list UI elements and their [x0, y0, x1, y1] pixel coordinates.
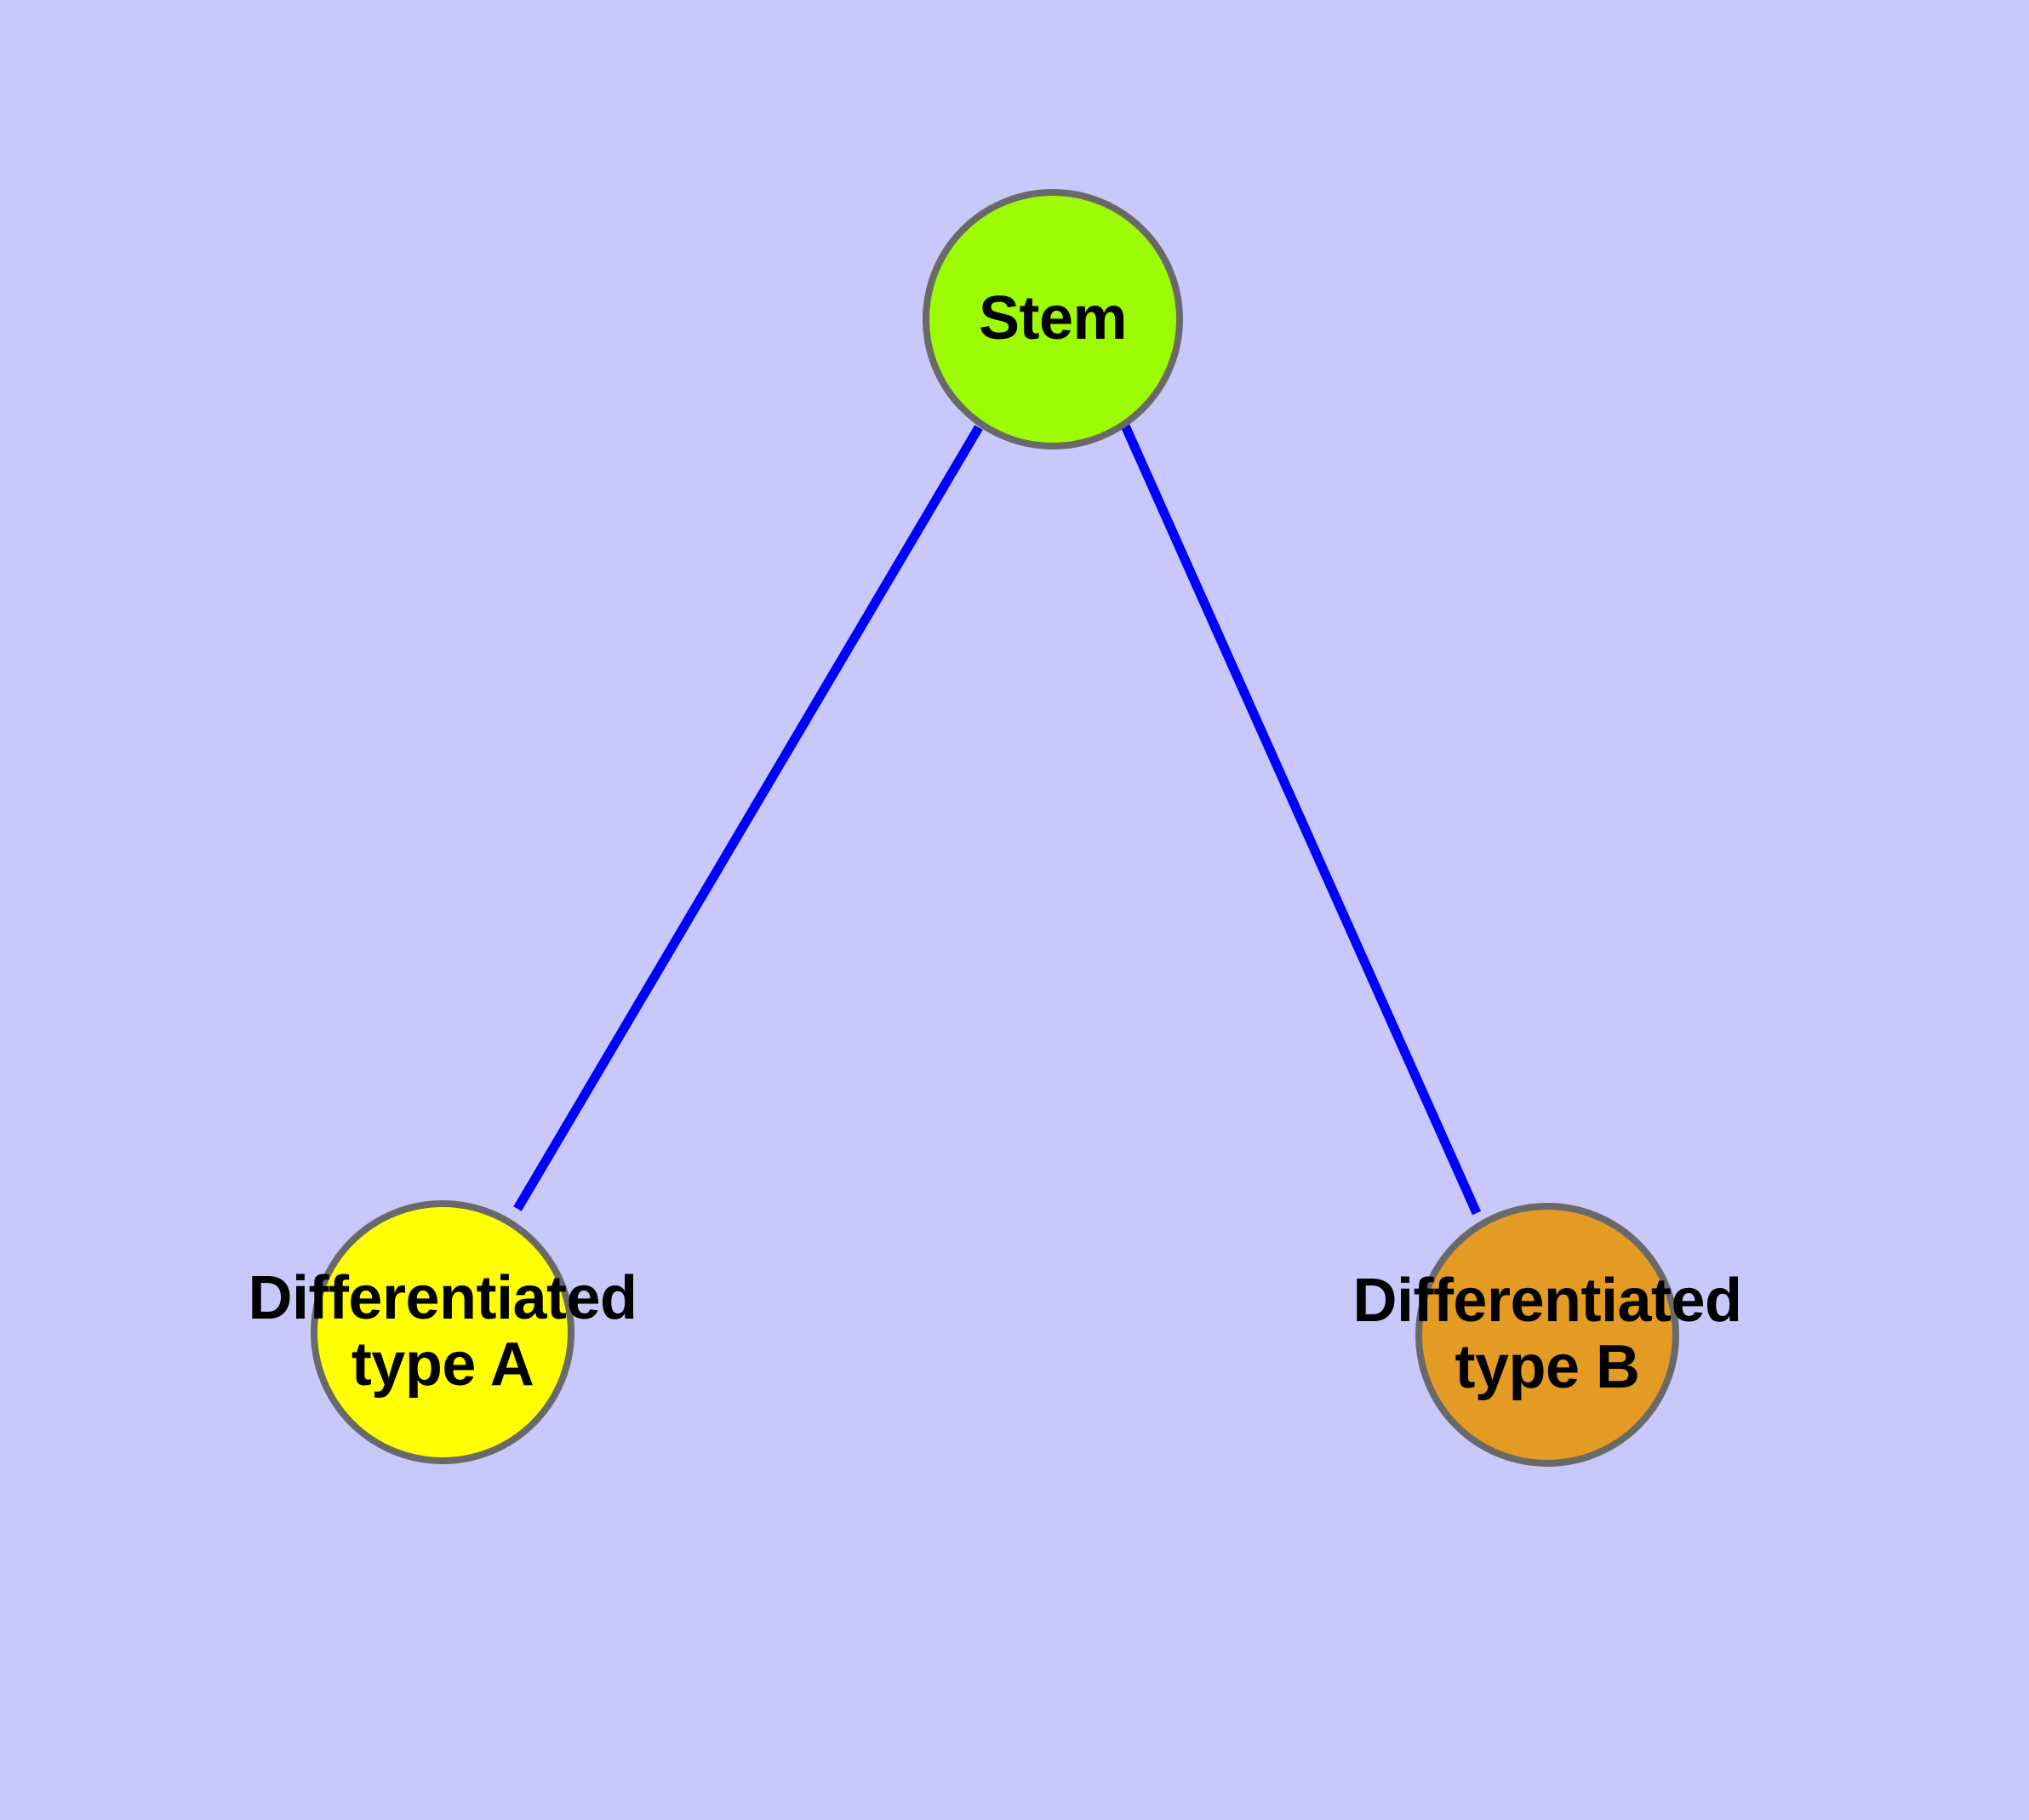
node-stem[interactable] [923, 189, 1183, 449]
node-label-differentiated-type-a: Differentiated type A [248, 1264, 637, 1399]
node-differentiated-type-a[interactable] [311, 1200, 574, 1464]
edge-stem-to-differentiated-type-b [1120, 423, 1482, 1216]
edge-stem-to-differentiated-type-a [513, 425, 983, 1211]
node-label-stem: Stem [978, 284, 1128, 353]
node-differentiated-type-b[interactable] [1415, 1203, 1679, 1467]
node-label-differentiated-type-b: Differentiated type B [1352, 1267, 1742, 1401]
